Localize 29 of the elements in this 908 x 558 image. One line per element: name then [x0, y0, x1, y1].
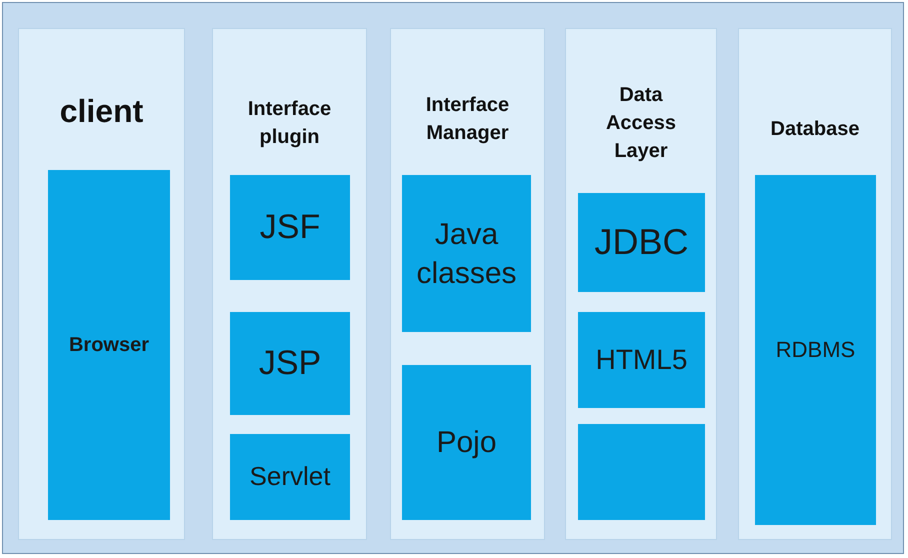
component-box [402, 175, 531, 332]
component-label: HTML5 [594, 342, 688, 377]
layer-column [390, 28, 545, 540]
layer-heading: Interface Manager [424, 93, 510, 146]
layer-heading: Database [770, 117, 860, 142]
component-box [578, 424, 705, 520]
component-label: JSP [258, 343, 322, 384]
layer-column [212, 28, 367, 540]
component-label: Servlet [248, 460, 332, 494]
component-label: Java classes [415, 216, 518, 292]
component-box [230, 312, 350, 415]
layer-heading: Data Access Layer [604, 83, 678, 164]
component-box [578, 312, 705, 408]
layer-column [738, 28, 892, 540]
component-label: RDBMS [774, 336, 856, 364]
component-box [230, 434, 350, 520]
component-label: JSF [258, 207, 322, 248]
layer-heading: Interface plugin [246, 97, 332, 150]
layer-column [18, 28, 185, 540]
component-label: JDBC [593, 220, 690, 264]
component-box [402, 365, 531, 520]
component-box [48, 170, 170, 520]
layer-column [565, 28, 717, 540]
component-label: Pojo [435, 425, 498, 461]
component-box [755, 175, 876, 525]
component-box [230, 175, 350, 280]
layer-heading: client [58, 92, 144, 131]
component-label: Browser [68, 333, 150, 358]
component-box [578, 193, 705, 292]
